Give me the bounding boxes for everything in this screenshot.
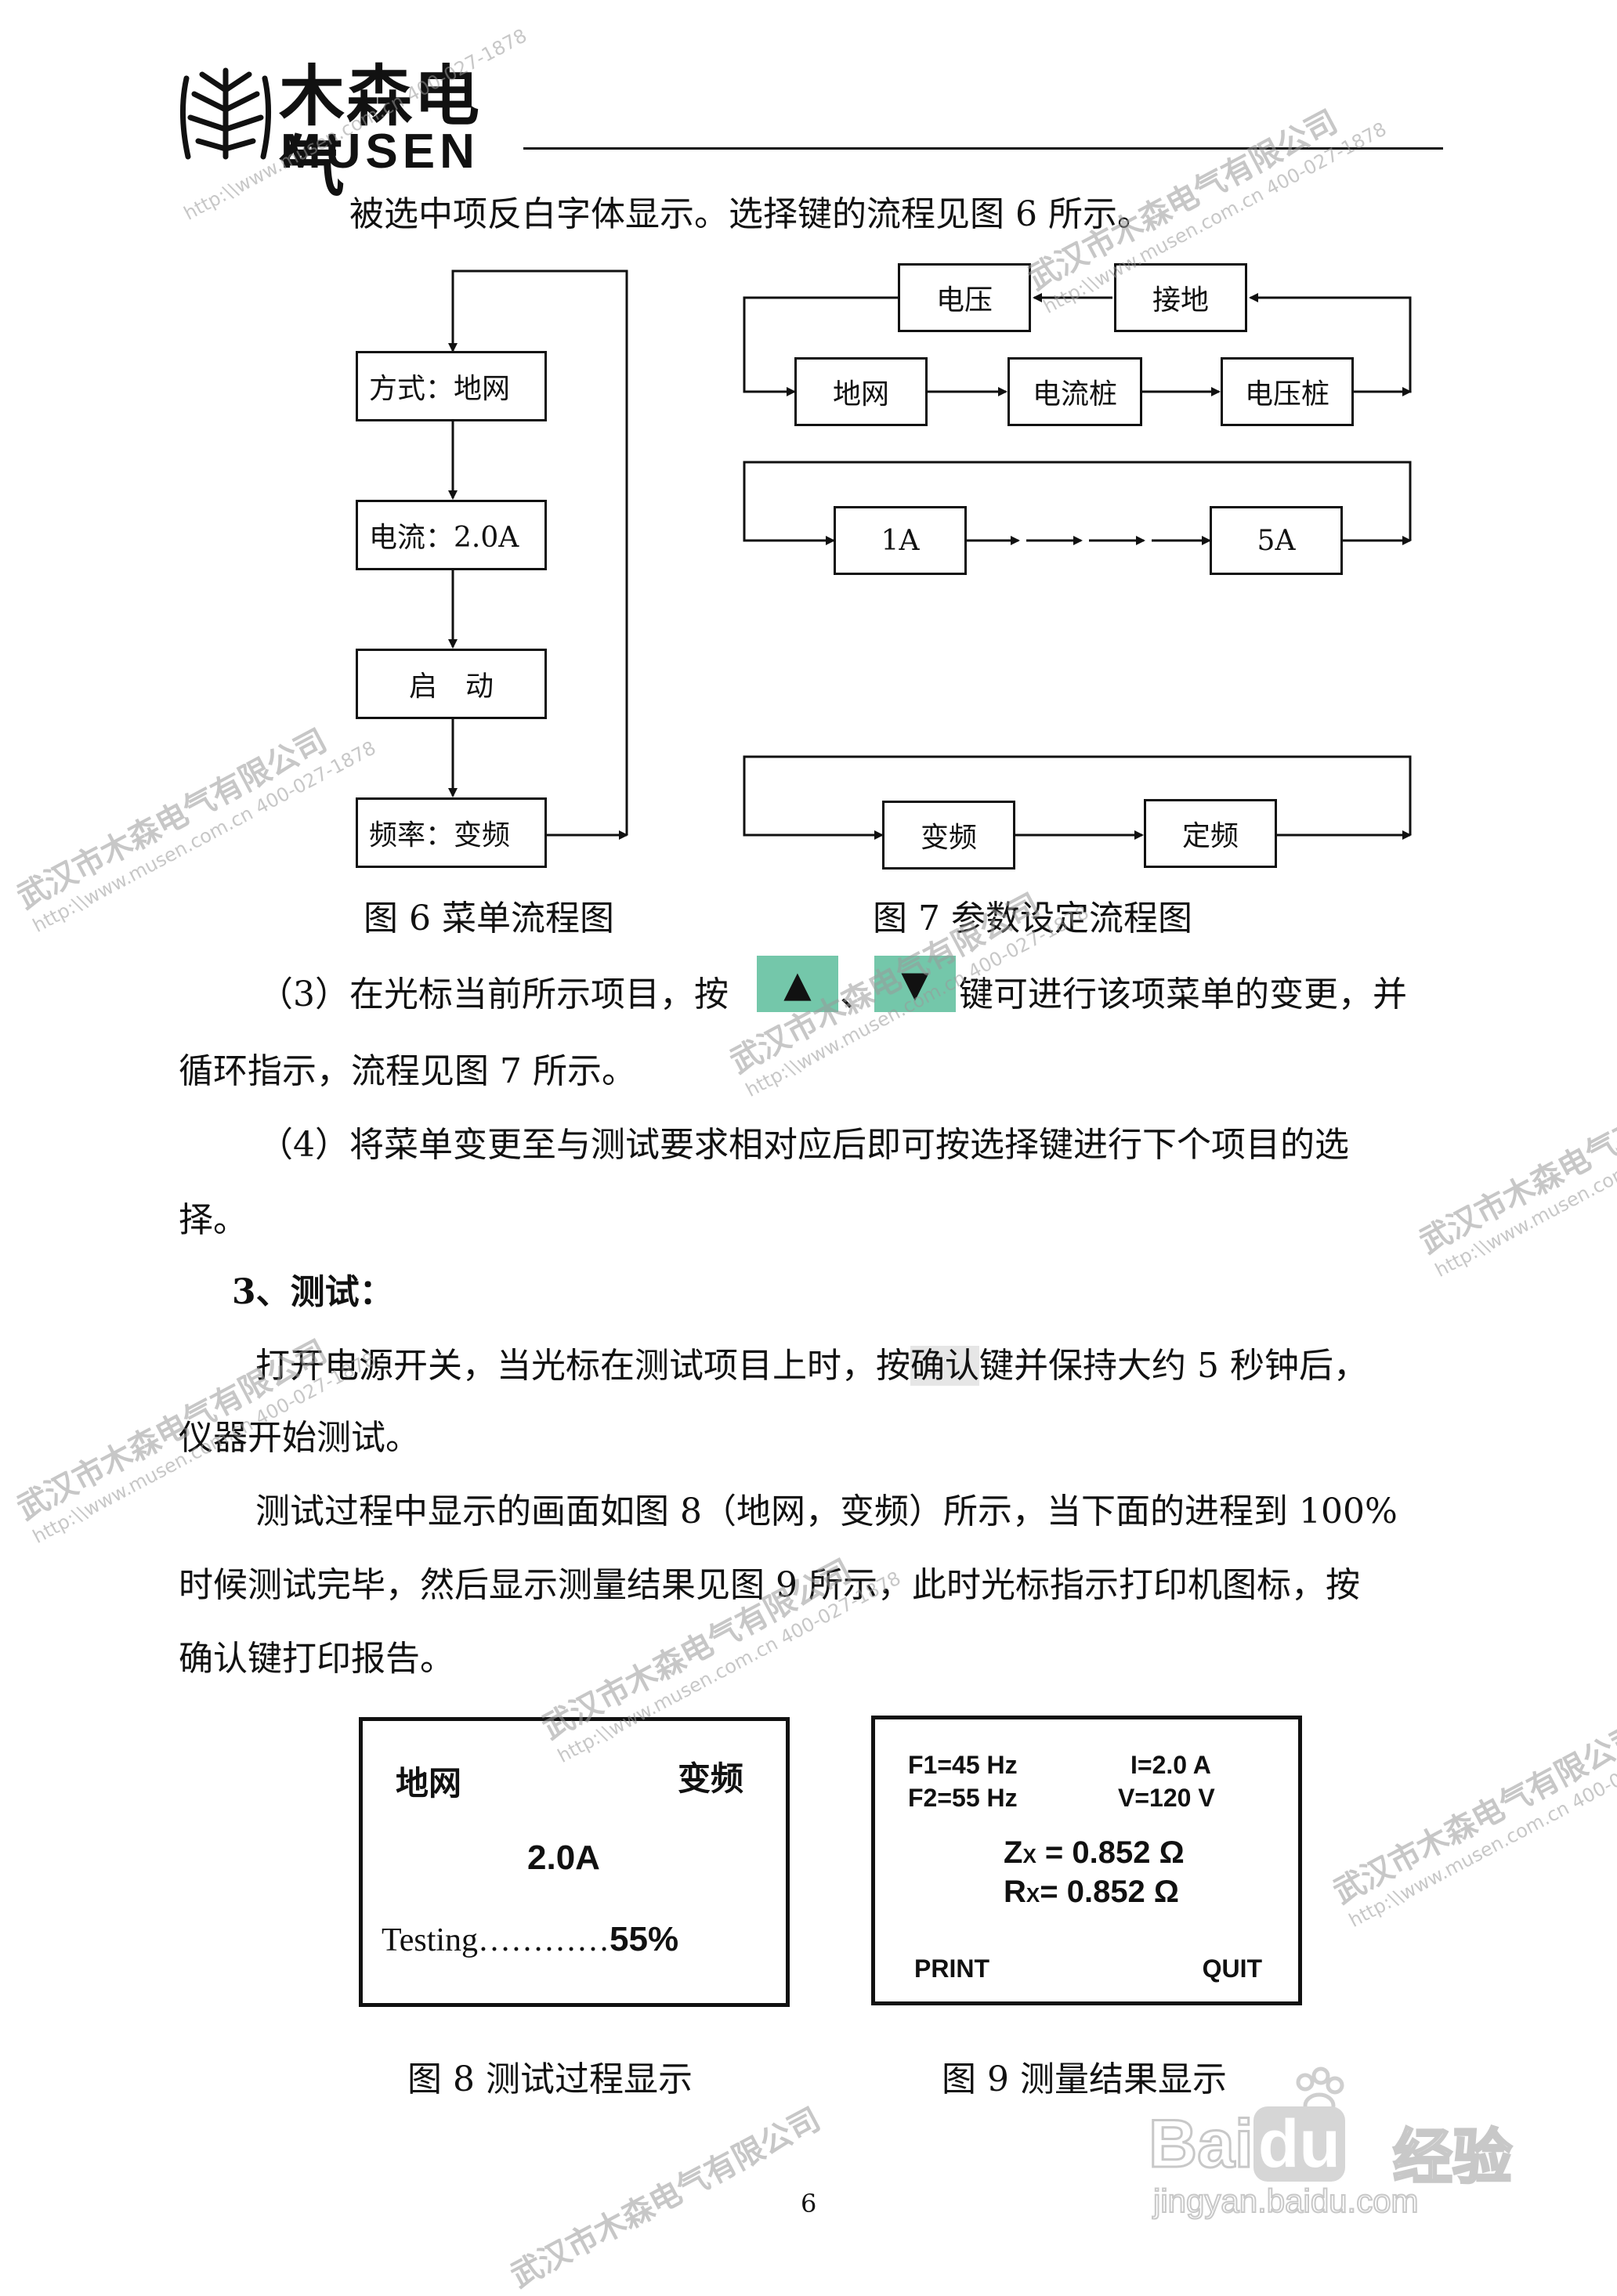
fig8-caption: 图 8 测试过程显示 — [407, 2059, 693, 2099]
screen-testing-label: Testing…………55% — [382, 1920, 678, 1959]
rx-value: = 0.852 Ω — [1040, 1875, 1179, 1909]
page-number: 6 — [801, 2189, 817, 2218]
screen-quit-label: QUIT — [1202, 1954, 1262, 1983]
fig7-box-ground: 接地 — [1114, 263, 1247, 332]
process-paragraph-line2: 时候测试完毕，然后显示测量结果见图 9 所示，此时光标指示打印机图标，按 — [179, 1565, 1360, 1605]
screen-f2: F2=55 Hz — [908, 1784, 1018, 1812]
musen-tree-icon — [179, 67, 272, 160]
baidu-brand-part1: Bai — [1148, 2106, 1255, 2183]
fig7-box-fixed-freq: 定频 — [1144, 799, 1277, 868]
fig7-box-1a: 1A — [834, 506, 967, 575]
screen-freq-label: 变频 — [677, 1759, 743, 1798]
screen-grid-label: 地网 — [396, 1764, 462, 1802]
test-line1-a: 打开电源开关，当光标在测试项目上时，按 — [255, 1346, 910, 1386]
item4-line1: （4）将菜单变更至与测试要求相对应后即可按选择键进行下个项目的选 — [259, 1125, 1349, 1165]
triangle-down-icon: ▼ — [901, 963, 929, 1005]
testing-text: Testing………… — [382, 1922, 610, 1958]
screen-zx: ZX = 0.852 Ω — [1004, 1835, 1185, 1871]
fig7-box-current-pile: 电流桩 — [1007, 357, 1142, 426]
up-key: ▲ — [757, 956, 838, 1012]
fig7-box-var-freq: 变频 — [882, 801, 1015, 870]
confirm-key-label: 确认 — [910, 1346, 979, 1386]
section3-heading: 3、测试： — [232, 1272, 394, 1312]
test-paragraph-line2: 仪器开始测试。 — [179, 1418, 420, 1458]
fig6-box-mode: 方式：地网 — [356, 351, 547, 421]
baidu-brand-part2: du — [1253, 2106, 1345, 2182]
baidu-brand: Baidu — [1148, 2106, 1345, 2183]
item4-line2: 择。 — [179, 1200, 248, 1240]
screen-f1: F1=45 Hz — [908, 1751, 1018, 1779]
fig6-box-frequency: 频率：变频 — [356, 797, 547, 868]
logo-english: MUSEN — [280, 125, 479, 179]
process-paragraph-line3: 确认键打印报告。 — [179, 1639, 454, 1679]
zx-subscript: X — [1022, 1844, 1036, 1868]
intro-paragraph: 被选中项反白字体显示。选择键的流程见图 6 所示。 — [349, 194, 1152, 234]
process-paragraph-line1: 测试过程中显示的画面如图 8（地网，变频）所示，当下面的进程到 100% — [255, 1491, 1398, 1531]
triangle-up-icon: ▲ — [783, 963, 812, 1005]
item3-line2: 循环指示，流程见图 7 所示。 — [179, 1051, 636, 1091]
fig6-box-current: 电流：2.0A — [356, 500, 547, 570]
item3-text-after: 键可进行该项菜单的变更，并 — [959, 974, 1407, 1014]
watermark-9: 武汉市木森电气有限公司 — [501, 2094, 827, 2296]
down-key: ▼ — [874, 956, 956, 1012]
watermark-9-company: 武汉市木森电气有限公司 — [505, 2101, 827, 2295]
logo-chinese: 木森电气 — [279, 58, 482, 205]
baidu-url: jingyan.baidu.com — [1152, 2182, 1420, 2220]
fig6-box-start: 启 动 — [356, 649, 547, 719]
item3-separator: 、 — [840, 974, 874, 1014]
baidu-jingyan-label: 经验 — [1392, 2121, 1514, 2193]
figure-7-connectors — [743, 293, 1412, 840]
header-logo: 木森电气 MUSEN — [179, 61, 523, 202]
fig7-caption: 图 7 参数设定流程图 — [873, 899, 1192, 938]
rx-subscript: X — [1026, 1883, 1040, 1907]
fig9-caption: 图 9 测量结果显示 — [942, 2059, 1227, 2099]
fig7-box-voltage-pile: 电压桩 — [1221, 357, 1354, 426]
fig7-box-5a: 5A — [1210, 506, 1343, 575]
figure-6-connectors — [448, 269, 628, 840]
figure-9-result-screen: F1=45 Hz F2=55 Hz I=2.0 A V=120 V ZX = 0… — [871, 1716, 1302, 2005]
test-paragraph-line1: 打开电源开关，当光标在测试项目上时，按确认键并保持大约 5 秒钟后， — [255, 1343, 1368, 1390]
watermark-7-company: 武汉市木森电气有限公司 — [536, 1553, 858, 1747]
screen-voltage: V=120 V — [1118, 1784, 1215, 1812]
test-line1-b: 键并保持大约 5 秒钟后， — [979, 1346, 1368, 1386]
fig7-box-grid: 地网 — [794, 357, 928, 426]
rx-symbol: R — [1004, 1875, 1026, 1909]
figure-8-testing-screen: 地网 变频 2.0A Testing…………55% — [359, 1717, 790, 2007]
zx-symbol: Z — [1004, 1835, 1023, 1870]
watermark-8: 武汉市木森电气有限公司 http:\\www.musen.com.cn 400-… — [1324, 1691, 1617, 1932]
screen-current-value: 2.0A — [527, 1839, 600, 1877]
baidu-jingyan-watermark: Baidu 经验 jingyan.baidu.com — [1148, 2065, 1540, 2222]
fig7-box-voltage: 电压 — [898, 263, 1031, 332]
fig6-caption: 图 6 菜单流程图 — [364, 899, 614, 938]
screen-rx: RX= 0.852 Ω — [1004, 1875, 1179, 1910]
zx-value: = 0.852 Ω — [1036, 1835, 1185, 1870]
header-rule — [523, 147, 1443, 150]
screen-current: I=2.0 A — [1130, 1751, 1211, 1779]
watermark-5: 武汉市木森电气有限公司 http:\\www.musen.com.cn 400-… — [1410, 1041, 1617, 1282]
item3-text-before: （3）在光标当前所示项目，按 — [259, 974, 729, 1014]
progress-percent: 55% — [610, 1920, 679, 1958]
screen-print-label: PRINT — [914, 1954, 989, 1983]
